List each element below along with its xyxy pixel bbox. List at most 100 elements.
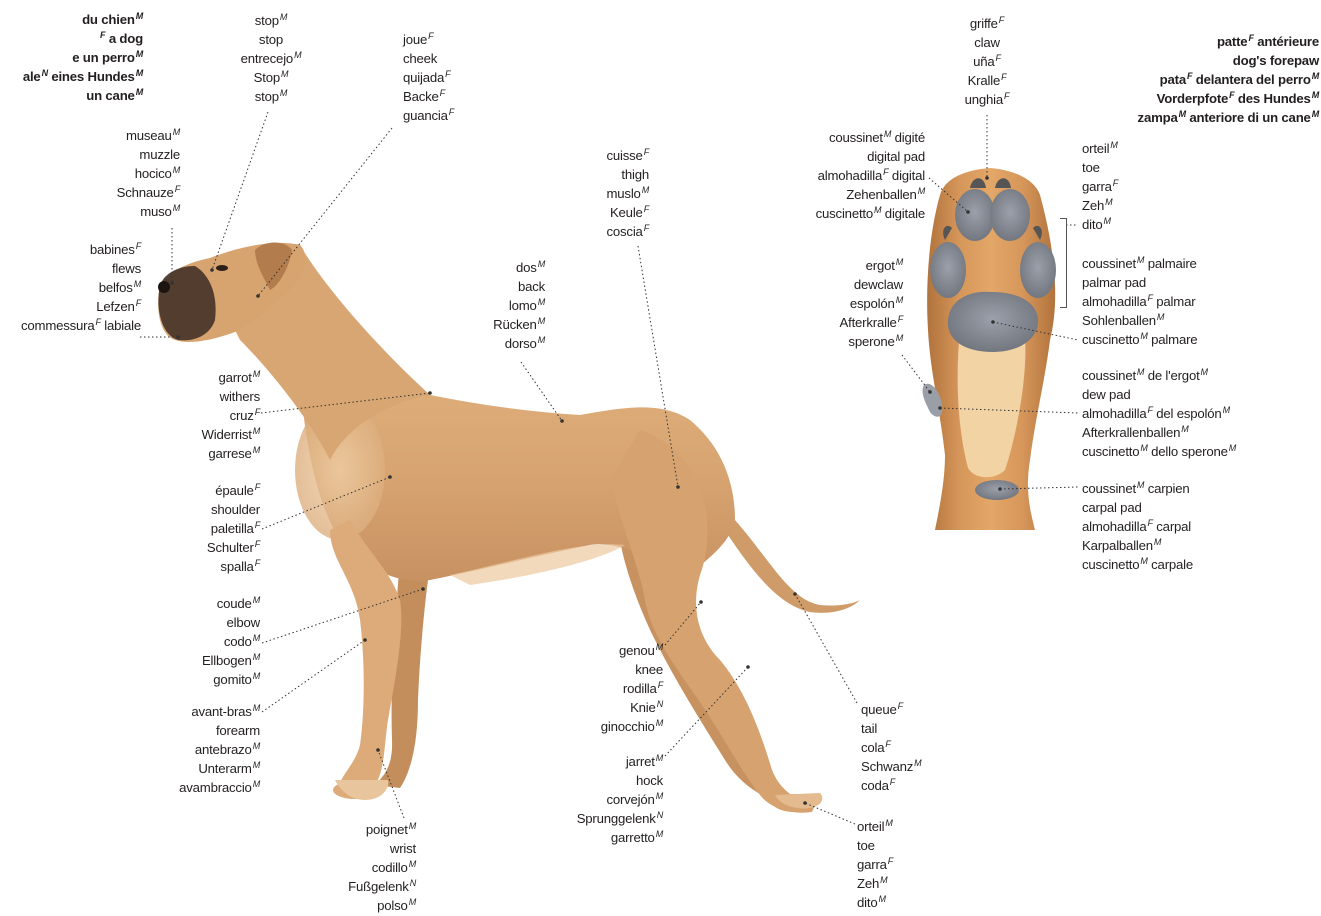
gender-marker: F	[1001, 72, 1006, 82]
label-thigh-line: KeuleF	[607, 203, 650, 222]
gender-marker: M	[1110, 140, 1117, 150]
label-hock-line: jarretM	[577, 752, 663, 771]
label-thigh-line: cuisseF	[607, 146, 650, 165]
label-back: dosMbacklomoMRückenMdorsoM	[493, 258, 545, 353]
gender-marker: M	[1140, 443, 1147, 453]
gender-marker: M	[1312, 71, 1319, 81]
label-forearm-line: avambraccioM	[179, 778, 260, 797]
label-tail-line: queueF	[861, 700, 921, 719]
gender-marker: M	[642, 185, 649, 195]
gender-marker: M	[294, 50, 301, 60]
gender-marker: F	[1187, 71, 1192, 81]
gender-marker: M	[914, 758, 921, 768]
gender-marker: F	[255, 520, 260, 530]
gender-marker: F	[1248, 33, 1253, 43]
label-toe-paw-line: ditoM	[1082, 215, 1118, 234]
label-back-line: dorsoM	[493, 334, 545, 353]
gender-marker: M	[656, 791, 663, 801]
gender-marker: F	[255, 482, 260, 492]
title-left-line: un caneM	[23, 86, 143, 105]
label-shoulder-line: épauleF	[207, 481, 260, 500]
label-palmar-pad: coussinetM palmairepalmar padalmohadilla…	[1082, 254, 1197, 349]
label-thigh-line: cosciaF	[607, 222, 650, 241]
label-shoulder-line: SchulterF	[207, 538, 260, 557]
label-digital-pad-line: almohadillaF digital	[816, 166, 925, 185]
label-knee-line: KnieN	[601, 698, 663, 717]
label-elbow-line: codoM	[202, 632, 260, 651]
label-flews-line: babinesF	[21, 240, 141, 259]
label-wrist: poignetMwristcodilloMFußgelenkNpolsoM	[348, 820, 416, 915]
gender-marker: M	[173, 127, 180, 137]
label-forearm-line: antebrazoM	[179, 740, 260, 759]
label-hock-line: SprunggelenkN	[577, 809, 663, 828]
label-forearm-line: forearm	[179, 721, 260, 740]
gender-marker: M	[134, 279, 141, 289]
label-knee: genouMkneerodillaFKnieNginocchioM	[601, 641, 663, 736]
title-right-line: VorderpfoteF des HundesM	[1138, 89, 1319, 108]
label-thigh-line: musloM	[607, 184, 650, 203]
label-knee-line: ginocchioM	[601, 717, 663, 736]
label-digital-pad-line: ZehenballenM	[816, 185, 925, 204]
gender-marker: F	[888, 856, 893, 866]
label-wrist-line: FußgelenkN	[348, 877, 416, 896]
gender-marker: M	[538, 316, 545, 326]
gender-marker: M	[253, 369, 260, 379]
label-shoulder-line: spallaF	[207, 557, 260, 576]
label-cheek-line: cheek	[403, 49, 454, 68]
title-right-line: dog's forepaw	[1138, 51, 1319, 70]
label-back-line: back	[493, 277, 545, 296]
label-stop: stopMstopentrecejoMStopMstopM	[228, 11, 314, 106]
label-thigh-line: thigh	[607, 165, 650, 184]
label-thigh: cuisseFthighmusloMKeuleFcosciaF	[607, 146, 650, 241]
gender-marker: F	[898, 314, 903, 324]
gender-marker: F	[255, 539, 260, 549]
gender-marker: F	[1113, 178, 1118, 188]
label-hock-line: corvejónM	[577, 790, 663, 809]
gender-marker: M	[538, 259, 545, 269]
toe-bracket	[1060, 218, 1067, 308]
label-digital-pad-line: digital pad	[816, 147, 925, 166]
label-withers-line: garrotM	[201, 368, 260, 387]
gender-marker: M	[1201, 367, 1208, 377]
label-flews-line: LefzenF	[21, 297, 141, 316]
title-left-line: e un perroM	[23, 48, 143, 67]
gender-marker: F	[449, 107, 454, 117]
gender-marker: F	[255, 407, 260, 417]
gender-marker: M	[1137, 367, 1144, 377]
label-cheek-line: joueF	[403, 30, 454, 49]
label-claw-line: griffeF	[940, 14, 1034, 33]
label-claw-line: uñaF	[940, 52, 1034, 71]
gender-marker: F	[644, 204, 649, 214]
gender-marker: M	[538, 297, 545, 307]
label-hock-line: hock	[577, 771, 663, 790]
gender-marker: M	[1154, 537, 1161, 547]
gender-marker: M	[874, 205, 881, 215]
label-forearm-line: UnterarmM	[179, 759, 260, 778]
gender-marker: M	[409, 897, 416, 907]
label-withers-line: withers	[201, 387, 260, 406]
label-dew-pad-line: cuscinettoM dello speroneM	[1082, 442, 1236, 461]
gender-marker: F	[100, 30, 105, 40]
label-knee-line: knee	[601, 660, 663, 679]
gender-marker: M	[253, 633, 260, 643]
gender-marker: M	[656, 753, 663, 763]
label-claw: griffeFclawuñaFKralleFunghiaF	[940, 14, 1034, 109]
label-tail-line: SchwanzM	[861, 757, 921, 776]
gender-marker: F	[883, 167, 888, 177]
label-toe-paw-line: ZehM	[1082, 196, 1118, 215]
label-elbow-line: elbow	[202, 613, 260, 632]
gender-marker: M	[253, 760, 260, 770]
gender-marker: F	[1229, 90, 1234, 100]
label-toe-paw-line: toe	[1082, 158, 1118, 177]
gender-marker: F	[136, 241, 141, 251]
label-stop-line: stopM	[228, 11, 314, 30]
gender-marker: M	[173, 203, 180, 213]
label-dewclaw-line: dewclaw	[840, 275, 903, 294]
gender-marker: M	[656, 718, 663, 728]
label-flews: babinesFflewsbelfosMLefzenFcommessuraF l…	[21, 240, 141, 335]
label-wrist-line: polsoM	[348, 896, 416, 915]
